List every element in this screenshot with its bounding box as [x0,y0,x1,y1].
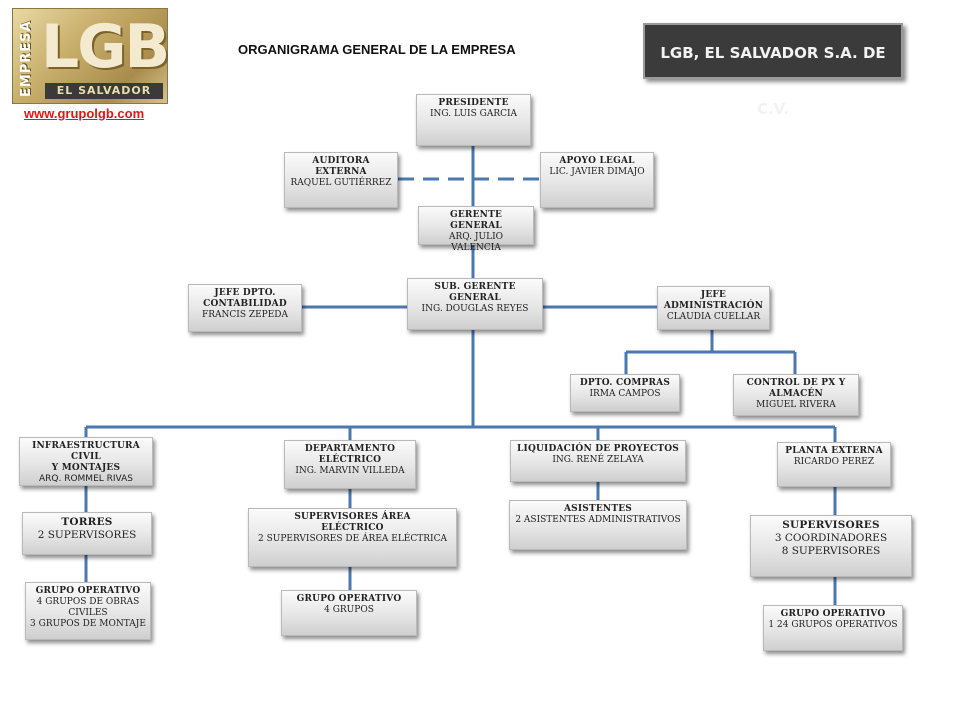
node-title: TORRES [61,516,113,528]
node-title: ALMACÉN [769,389,823,399]
node-liquidacion: LIQUIDACIÓN DE PROYECTOS ING. RENÉ ZELAY… [510,440,686,482]
node-infraestructura: INFRAESTRUCTURA CIVIL Y MONTAJES ARQ. RO… [19,437,153,486]
node-title: SUB. GERENTE GENERAL [434,282,516,303]
node-contabilidad: JEFE DPTO. CONTABILIDAD FRANCIS ZEPEDA [188,284,302,332]
node-name: RAQUEL GUTIÉRREZ [290,178,392,188]
website-link[interactable]: www.grupolgb.com [24,106,145,121]
node-asistentes: ASISTENTES 2 ASISTENTES ADMINISTRATIVOS [509,500,687,550]
node-name: 2 SUPERVISORES [37,529,137,541]
node-name: ARQ. ROMMEL RIVAS [38,474,133,484]
node-administracion: JEFE ADMINISTRACIÓN CLAUDIA CUELLAR [657,286,770,330]
node-name: RICARDO PEREZ [793,457,875,467]
node-title: JEFE DPTO. [214,288,276,298]
node-title: LIQUIDACIÓN DE PROYECTOS [517,444,679,454]
node-line: 3 COORDINADORES [774,532,888,544]
node-compras: DPTO. COMPRAS IRMA CAMPOS [570,374,680,412]
node-supervisores-planta: SUPERVISORES 3 COORDINADORES 8 SUPERVISO… [750,515,912,577]
node-name: ING. MARVIN VILLEDA [295,466,405,476]
node-title: DEPARTAMENTO [304,444,396,454]
node-line: 8 SUPERVISORES [781,545,881,557]
node-title: CONTROL DE PX Y [746,378,846,388]
node-title: GERENTE GENERAL [449,210,503,231]
node-title: CONTABILIDAD [203,299,287,309]
logo-side-text: EMPRESA [19,20,34,97]
node-name: FRANCIS ZEPEDA [201,310,289,320]
node-name: ARQ. JULIO VALENCIA [448,232,504,253]
node-title: PLANTA EXTERNA [785,446,883,456]
node-name: IRMA CAMPOS [589,389,661,399]
node-gerente-general: GERENTE GENERAL ARQ. JULIO VALENCIA [418,206,534,253]
node-torres: TORRES 2 SUPERVISORES [22,512,152,555]
node-apoyo-legal: APOYO LEGAL LIC. JAVIER DIMAJO [540,152,654,208]
node-supervisores-electrico: SUPERVISORES ÁREA ELÉCTRICO 2 SUPERVISOR… [248,508,457,567]
node-title: ASISTENTES [563,504,633,514]
node-name: CLAUDIA CUELLAR [666,312,761,322]
node-line: 4 GRUPOS DE OBRAS [36,597,140,607]
node-grupo-operativo-electrico: GRUPO OPERATIVO 4 GRUPOS [281,590,417,636]
node-title: GRUPO OPERATIVO [780,609,886,619]
node-electrico: DEPARTAMENTO ELÉCTRICO ING. MARVIN VILLE… [284,440,416,489]
node-title: ELÉCTRICO [318,455,382,465]
node-planta-externa: PLANTA EXTERNA RICARDO PEREZ [777,442,891,487]
node-title: APOYO LEGAL [559,156,635,166]
company-name-banner: LGB, EL SALVADOR S.A. DE C.V. [643,23,903,118]
node-title: Y MONTAJES [51,463,121,473]
node-almacen: CONTROL DE PX Y ALMACÉN MIGUEL RIVERA [733,374,859,416]
node-title: SUPERVISORES ÁREA [294,512,411,522]
page-title: ORGANIGRAMA GENERAL DE LA EMPRESA [238,42,516,57]
node-name: ING. LUIS GARCIA [429,109,518,119]
node-title: PRESIDENTE [438,98,509,108]
node-name: 2 ASISTENTES ADMINISTRATIVOS [515,515,681,525]
node-name: 2 SUPERVISORES DE ÁREA ELÉCTRICA [258,534,447,544]
node-name: ING. RENÉ ZELAYA [552,455,644,465]
logo-main-text: LGB [41,12,170,82]
node-name: MIGUEL RIVERA [756,400,836,410]
node-title: JEFE [700,290,727,300]
node-name: ING. DOUGLAS REYES [421,304,529,314]
node-title: DPTO. COMPRAS [579,378,671,388]
node-name: 1 24 GRUPOS OPERATIVOS [768,620,898,630]
node-title: INFRAESTRUCTURA CIVIL [32,441,140,462]
node-title: ELÉCTRICO [321,523,384,533]
node-title: GRUPO OPERATIVO [296,594,402,604]
node-line: 3 GRUPOS DE MONTAJE [30,619,146,629]
node-name: 4 GRUPOS [324,605,374,615]
node-grupo-operativo-planta: GRUPO OPERATIVO 1 24 GRUPOS OPERATIVOS [763,605,903,651]
node-name: LIC. JAVIER DIMAJO [549,167,645,177]
logo-bottom-text: EL SALVADOR [45,83,163,99]
node-presidente: PRESIDENTE ING. LUIS GARCIA [416,94,531,146]
node-title: GRUPO OPERATIVO [35,586,141,596]
company-logo: EMPRESA LGB EL SALVADOR [12,8,170,104]
node-title: SUPERVISORES [782,519,880,531]
node-sub-gerente-general: SUB. GERENTE GENERAL ING. DOUGLAS REYES [407,278,543,330]
node-title: ADMINISTRACIÓN [663,301,764,311]
node-auditora-externa: AUDITORA EXTERNA RAQUEL GUTIÉRREZ [284,152,398,208]
node-grupo-operativo-infra: GRUPO OPERATIVO 4 GRUPOS DE OBRAS CIVILE… [25,582,151,640]
node-line: CIVILES [68,608,108,618]
node-title: AUDITORA EXTERNA [312,156,370,177]
